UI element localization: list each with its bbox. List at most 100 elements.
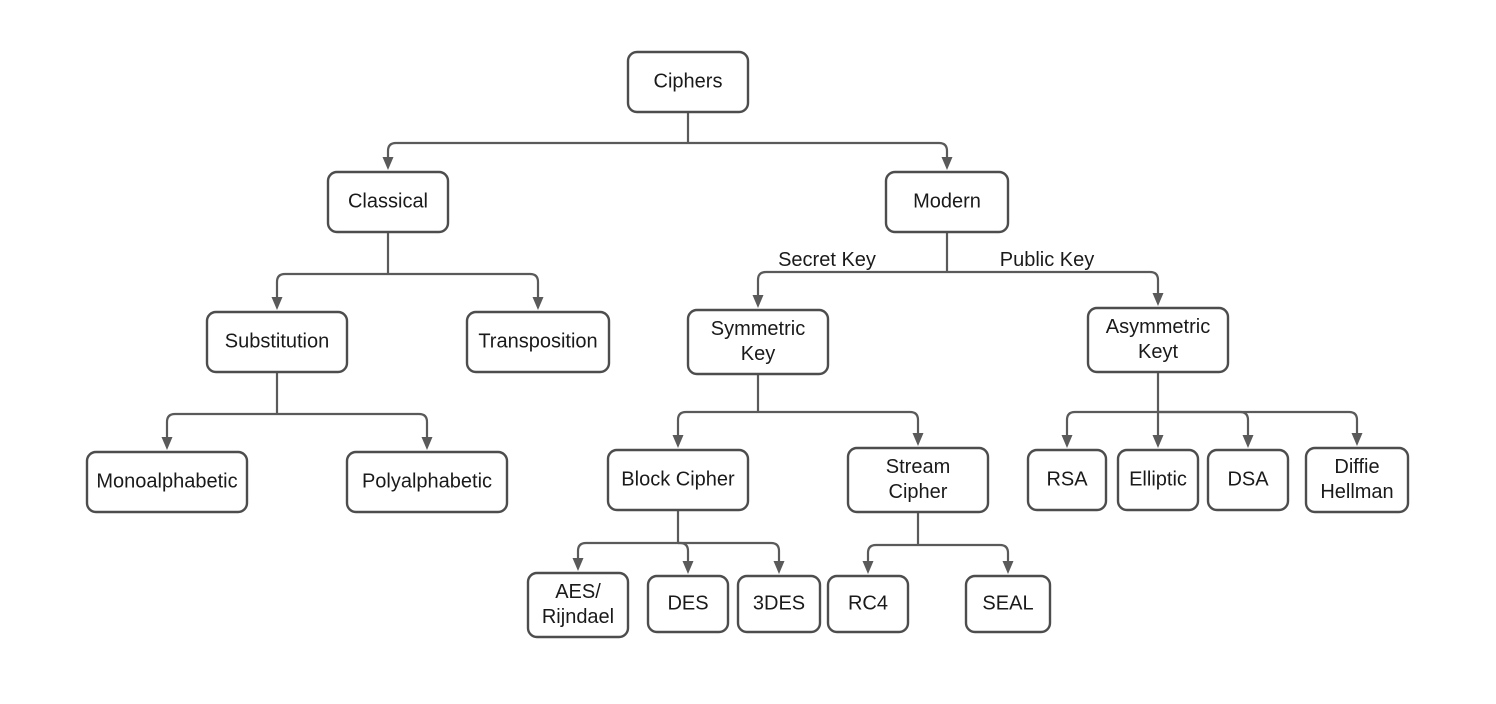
arrow-head-icon <box>271 297 283 310</box>
edges-layer <box>161 112 1363 574</box>
node-label-rc4: RC4 <box>848 592 888 614</box>
arrow-head-icon <box>1152 435 1164 448</box>
node-classical[interactable]: Classical <box>326 170 450 234</box>
arrow-head-icon <box>1242 435 1254 448</box>
edge-connector <box>688 141 949 157</box>
edge-connector <box>1065 410 1158 435</box>
arrow-head-icon <box>1351 433 1363 446</box>
node-box-monoalphabetic <box>85 450 249 514</box>
node-box-classical <box>326 170 450 234</box>
node-3des[interactable]: 3DES <box>736 574 822 634</box>
node-label-polyalphabetic: Polyalphabetic <box>362 470 492 492</box>
node-transposition[interactable]: Transposition <box>465 310 611 374</box>
edge-connector <box>1158 410 1250 435</box>
node-label-seal: SEAL <box>982 592 1033 614</box>
node-seal[interactable]: SEAL <box>964 574 1052 634</box>
node-box-transposition <box>465 310 611 374</box>
edge-connector <box>1158 410 1359 433</box>
edge-label-public-key: Public Key <box>1000 249 1095 271</box>
node-box-rc4 <box>826 574 910 634</box>
node-rc4[interactable]: RC4 <box>826 574 910 634</box>
node-box-3des <box>736 574 822 634</box>
node-rsa[interactable]: RSA <box>1026 448 1108 512</box>
node-substitution[interactable]: Substitution <box>205 310 349 374</box>
node-box-polyalphabetic <box>345 450 509 514</box>
arrow-head-icon <box>672 435 684 448</box>
node-box-diffiehellman <box>1304 446 1410 514</box>
arrow-head-icon <box>752 295 764 308</box>
node-elliptic[interactable]: Elliptic <box>1116 448 1200 512</box>
arrow-head-icon <box>912 433 924 446</box>
node-box-rsa <box>1026 448 1108 512</box>
edge-connector <box>678 541 690 561</box>
node-label-elliptic: Elliptic <box>1129 468 1187 490</box>
node-box-asymmetric <box>1086 306 1230 374</box>
node-ciphers[interactable]: Ciphers <box>626 50 750 114</box>
edge-connector <box>756 270 947 295</box>
arrow-head-icon <box>572 558 584 571</box>
node-label-rsa: RSA <box>1046 468 1088 490</box>
node-box-aesrijndael <box>526 571 630 639</box>
node-des[interactable]: DES <box>646 574 730 634</box>
node-label-asymmetric: Keyt <box>1138 341 1178 363</box>
node-polyalphabetic[interactable]: Polyalphabetic <box>345 450 509 514</box>
edge-connector <box>165 412 277 437</box>
node-label-symmetric: Symmetric <box>711 318 805 340</box>
edge-connector <box>676 410 758 435</box>
edge-connector <box>576 541 678 558</box>
node-label-asymmetric: Asymmetric <box>1106 316 1210 338</box>
node-label-3des: 3DES <box>753 592 805 614</box>
node-label-streamcipher: Cipher <box>889 481 948 503</box>
edge-connector <box>947 270 1160 293</box>
edge-connector <box>388 272 540 297</box>
node-label-classical: Classical <box>348 190 428 212</box>
arrow-head-icon <box>421 437 433 450</box>
node-modern[interactable]: Modern <box>884 170 1010 234</box>
node-label-diffiehellman: Hellman <box>1320 481 1393 503</box>
edge-connector <box>678 541 781 561</box>
arrow-head-icon <box>382 157 394 170</box>
arrow-head-icon <box>682 561 694 574</box>
node-label-aesrijndael: AES/ <box>555 581 601 603</box>
node-label-transposition: Transposition <box>478 330 597 352</box>
node-label-modern: Modern <box>913 190 981 212</box>
edge-connector <box>758 410 920 433</box>
arrow-head-icon <box>1061 435 1073 448</box>
node-label-substitution: Substitution <box>225 330 330 352</box>
node-label-aesrijndael: Rijndael <box>542 606 614 628</box>
node-box-symmetric <box>686 308 830 376</box>
node-box-seal <box>964 574 1052 634</box>
node-label-dsa: DSA <box>1227 468 1269 490</box>
edge-connector <box>386 141 688 157</box>
node-label-ciphers: Ciphers <box>654 70 723 92</box>
node-label-des: DES <box>667 592 708 614</box>
node-blockcipher[interactable]: Block Cipher <box>606 448 750 512</box>
edge-connector <box>275 272 388 297</box>
arrow-head-icon <box>941 157 953 170</box>
node-box-dsa <box>1206 448 1290 512</box>
node-label-blockcipher: Block Cipher <box>621 468 735 490</box>
node-label-symmetric: Key <box>741 343 775 365</box>
node-box-des <box>646 574 730 634</box>
node-box-substitution <box>205 310 349 374</box>
node-label-streamcipher: Stream <box>886 456 950 478</box>
edge-connector <box>277 412 429 437</box>
edge-connector <box>918 543 1010 561</box>
arrow-head-icon <box>532 297 544 310</box>
node-aesrijndael[interactable]: AES/Rijndael <box>526 571 630 639</box>
node-box-ciphers <box>626 50 750 114</box>
arrow-head-icon <box>862 561 874 574</box>
node-monoalphabetic[interactable]: Monoalphabetic <box>85 450 249 514</box>
node-label-diffiehellman: Diffie <box>1334 456 1379 478</box>
node-dsa[interactable]: DSA <box>1206 448 1290 512</box>
arrow-head-icon <box>1152 293 1164 306</box>
edge-connector <box>866 543 918 561</box>
